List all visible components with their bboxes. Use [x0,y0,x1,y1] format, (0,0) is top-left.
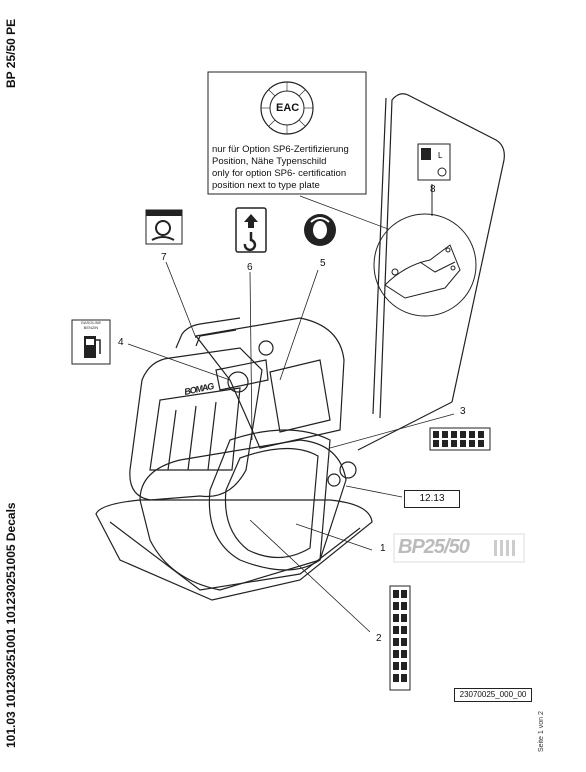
decal-3-strip [429,427,491,451]
callout-1: 1 [380,543,386,554]
decal-8-icon: L [417,143,451,181]
leader-lines [127,261,455,633]
svg-text:L: L [438,151,443,160]
type-decal-text: BP25/50 [398,536,470,558]
certification-line-3: only for option SP6- certification [212,168,347,179]
fuel-decal-label: GASOLINE BENZIN [72,320,110,330]
certification-note: nur für Option SP6-Zertifizierung Positi… [212,144,362,192]
reference-box: 12.13 [404,490,460,508]
certification-line-1: nur für Option SP6-Zertifizierung [212,144,349,155]
fuel-decal-line-1: GASOLINE [80,320,102,325]
callout-8: 8 [430,184,436,195]
decal-1-type-label [393,533,525,563]
plate-compactor-drawing [95,93,505,601]
eac-certification-mark [260,81,314,135]
callout-6: 6 [247,262,253,273]
callout-7: 7 [161,252,167,263]
fuel-decal-line-2: BENZIN [83,325,99,330]
document-id: 23070025_000_00 [454,688,532,702]
decal-6-hook-icon [235,207,267,253]
fuel-decal-icon [71,319,111,365]
certification-line-2: Position, Nähe Typenschild [212,156,327,167]
callout-2: 2 [376,633,382,644]
decal-2-strip [389,585,411,691]
callout-3: 3 [460,406,466,417]
decal-5-hearing-protection-icon [304,214,336,246]
callout-5: 5 [320,258,326,269]
certification-line-4: position next to type plate [212,180,320,191]
callout-4: 4 [118,337,124,348]
eac-mark-label: EAC [276,102,300,114]
detail-bracket [384,184,461,299]
decal-7-icon [145,209,183,245]
